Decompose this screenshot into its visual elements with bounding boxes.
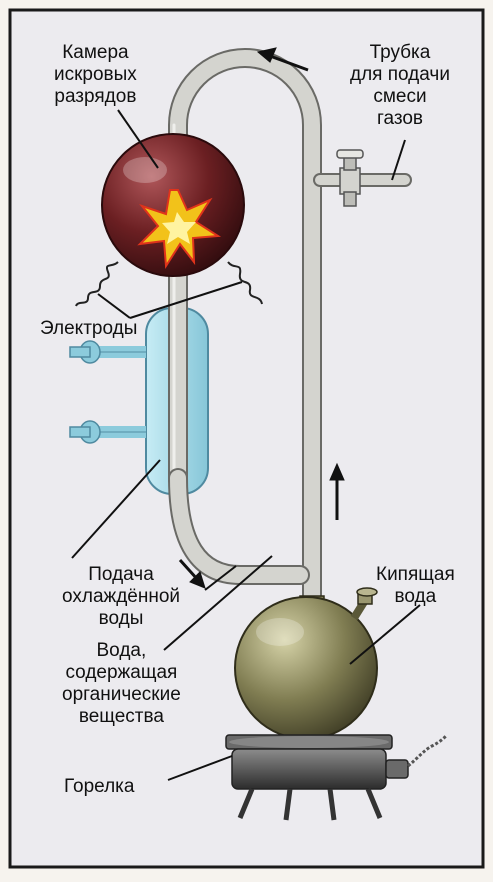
label-electrodes: Электроды	[40, 318, 137, 340]
label-spark-chamber: Камера искровых разрядов	[54, 42, 137, 108]
label-organic-water: Вода, содержащая органические вещества	[62, 640, 181, 728]
label-burner: Горелка	[64, 776, 134, 798]
label-boiling-water: Кипящая вода	[376, 564, 455, 608]
label-cold-water: Подача охлаждённой воды	[62, 564, 180, 630]
spark-chamber	[102, 134, 244, 276]
label-gas-tube: Трубка для подачи смеси газов	[350, 42, 450, 130]
